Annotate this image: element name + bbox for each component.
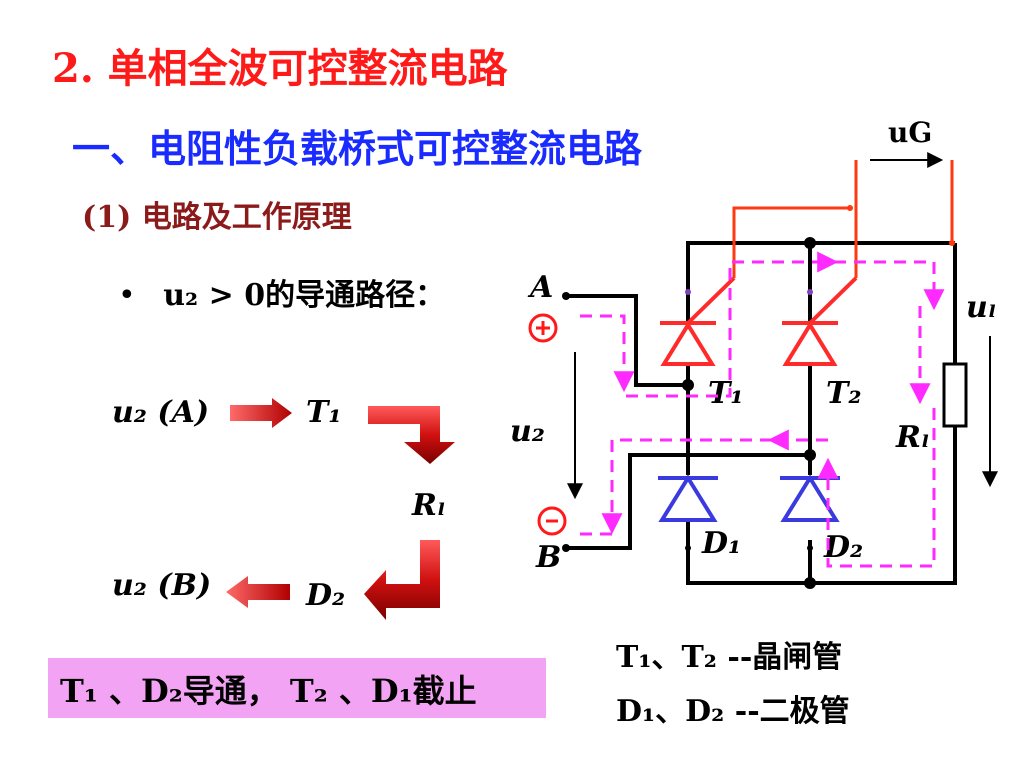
load-resistor-label: Rₗ — [896, 420, 930, 455]
flow-arrow-down — [368, 406, 455, 464]
flow-arrow-down-left — [364, 540, 440, 620]
flow-rl-label: Rₗ — [412, 488, 446, 523]
t1-label: T₁ — [708, 376, 744, 411]
thyristor-t1 — [660, 276, 736, 366]
diode-d2 — [780, 474, 840, 522]
gate-voltage-label: uG — [888, 116, 933, 149]
flow-d2-label: D₂ — [306, 578, 346, 613]
t2-label: T₂ — [826, 376, 862, 411]
bullet-item: • u₂ > 0的导通路径： — [118, 270, 445, 314]
node-b-label: B — [536, 540, 562, 575]
junction-dots — [562, 237, 816, 589]
flow-t1-label: T₁ — [306, 395, 342, 430]
slide-subtitle: 一、电阻性负载桥式可控整流电路 — [72, 126, 643, 171]
flow-arrow-right — [230, 398, 292, 428]
flow-start-label: u₂ (A) — [112, 395, 210, 430]
diode-d1 — [658, 474, 718, 522]
circuit-wires — [566, 241, 957, 585]
flow-arrow-left — [226, 576, 290, 608]
minus-sign — [537, 506, 567, 536]
load-resistor — [942, 362, 968, 428]
bullet-dot: • — [118, 278, 136, 313]
conduction-path — [580, 251, 945, 568]
load-voltage-label: uₗ — [966, 290, 997, 325]
slide-title: 2. 单相全波可控整流电路 — [52, 45, 508, 92]
conduction-summary: T₁ 、D₂导通， T₂ 、D₁截止 — [60, 672, 477, 710]
node-a-label: A — [530, 270, 554, 305]
gate-wires — [732, 160, 954, 278]
thyristor-t2 — [782, 276, 858, 366]
flow-end-label: u₂ (B) — [112, 568, 212, 603]
source-voltage-label: u₂ — [510, 414, 545, 449]
legend-thyristor: T₁、T₂ --晶闸管 — [616, 640, 843, 675]
d2-label: D₂ — [824, 530, 864, 565]
d1-label: D₁ — [702, 526, 742, 561]
section-heading: (1) 电路及工作原理 — [82, 200, 352, 235]
bullet-text: u₂ > 0的导通路径： — [163, 278, 446, 313]
plus-sign — [528, 313, 558, 343]
conduction-summary-box: T₁ 、D₂导通， T₂ 、D₁截止 — [48, 658, 546, 718]
legend-diode: D₁、D₂ --二极管 — [616, 694, 850, 729]
